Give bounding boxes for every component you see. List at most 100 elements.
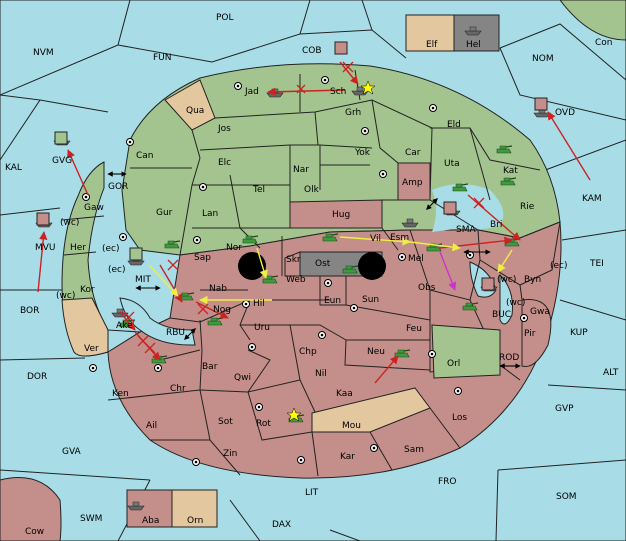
sea-label: ALT <box>603 368 619 378</box>
sea-label: TEI <box>589 259 604 269</box>
sea-label: OVD <box>555 108 575 118</box>
sea-label: GOR <box>108 182 128 192</box>
legend-top-right-label: Hel <box>466 40 481 50</box>
province-label: SMA <box>456 225 476 235</box>
province-label: Jad <box>244 87 259 97</box>
sea-label: DOR <box>27 372 47 382</box>
sea-label: GVG <box>52 156 72 166</box>
province-label: Uru <box>254 323 270 333</box>
province-label: Eld <box>447 120 461 130</box>
province-label: Rot <box>256 419 271 429</box>
sea-label: BUC <box>492 310 511 320</box>
province-labels: Jad Sch Qua Jos Grh Eld Can Yok Car Uta … <box>70 87 550 462</box>
province-label: Olk <box>304 185 320 195</box>
province-label: Vil <box>370 234 381 244</box>
province-label: Sot <box>218 417 233 427</box>
sea-label: NOM <box>532 54 554 64</box>
sea-label: Cow <box>25 527 44 537</box>
inner-seas <box>104 172 513 346</box>
province-label: Neu <box>367 347 385 357</box>
province-label: Qwi <box>234 373 251 383</box>
sea-label: FRO <box>438 477 457 487</box>
region-skr-south[interactable] <box>284 251 301 277</box>
sea-label: NVM <box>33 48 54 58</box>
province-label: Amp <box>402 178 423 188</box>
province-label: Zin <box>223 449 237 459</box>
coast-label: (ec) <box>108 265 126 275</box>
sea-label: BOR <box>20 306 39 316</box>
province-label: Ost <box>315 259 331 269</box>
province-label: Nor <box>226 243 242 253</box>
sea-label: ROD <box>499 353 519 363</box>
coast-label: (ec) <box>102 244 120 254</box>
legend-bottom-right-label: Orn <box>187 516 203 526</box>
province-label: Web <box>286 275 306 285</box>
province-label: Nar <box>293 165 309 175</box>
province-label: Nil <box>315 369 327 379</box>
legend-bottom <box>126 489 218 528</box>
region-ver[interactable] <box>61 297 109 357</box>
legend-bottom-left-label: Aba <box>142 516 159 526</box>
coast-labels: (wc) (ec) (ec) (wc) (wc) (ec) (wc) <box>56 218 568 308</box>
sea-label: KAM <box>582 194 602 204</box>
province-label: Sch <box>330 87 346 97</box>
province-label: Gaw <box>84 203 104 213</box>
province-label: Nog <box>213 305 231 315</box>
province-label: Feu <box>406 324 422 334</box>
sea-label: Con <box>595 38 613 48</box>
coast-label: (wc) <box>506 298 525 308</box>
province-label: Grh <box>345 108 361 118</box>
province-label: Hil <box>253 299 265 309</box>
province-label: Ver <box>84 344 99 354</box>
province-label: Los <box>452 413 467 423</box>
sea-label: DAX <box>272 520 291 530</box>
coast-label: (wc) <box>497 275 516 285</box>
province-label: Gur <box>156 208 173 218</box>
sea-label: MIT <box>135 275 151 285</box>
sea-label: COB <box>302 46 322 56</box>
failed-order-marks <box>123 61 485 354</box>
province-label: Gwa <box>530 307 550 317</box>
region-pir[interactable] <box>521 299 552 368</box>
coast-label: (wc) <box>56 291 75 301</box>
province-label: Qua <box>186 106 204 116</box>
units <box>35 26 551 511</box>
province-label: Kat <box>503 166 518 176</box>
province-label: Chp <box>299 347 317 357</box>
province-label: Pir <box>524 329 536 339</box>
sea-label: POL <box>216 13 234 23</box>
province-label: Can <box>136 151 154 161</box>
province-label: Sam <box>404 445 424 455</box>
province-label: Sap <box>194 253 211 263</box>
sea-label: GVP <box>555 404 574 414</box>
province-label: Ken <box>112 389 129 399</box>
province-label: Her <box>70 243 86 253</box>
sea-label: SWM <box>80 514 102 524</box>
province-label: Kar <box>340 452 355 462</box>
province-label: Yok <box>354 148 371 158</box>
legend-top <box>405 14 500 52</box>
province-label: Bri <box>490 220 502 230</box>
province-label: Nab <box>209 284 227 294</box>
strait-arrows <box>107 171 521 369</box>
province-label: Rie <box>520 202 535 212</box>
continent-south <box>107 221 562 479</box>
province-label: Orl <box>447 359 460 369</box>
province-label: Uta <box>444 159 460 169</box>
sea-label: KUP <box>570 328 588 338</box>
sea-label: KAL <box>5 163 22 173</box>
province-borders <box>61 69 541 477</box>
coast-label: (ec) <box>550 261 568 271</box>
province-label: Byn <box>524 275 541 285</box>
region-orl[interactable] <box>431 324 501 379</box>
province-label: Obs <box>418 283 436 293</box>
province-label: Tel <box>252 185 265 195</box>
province-label: Mou <box>342 421 361 431</box>
impassable-east <box>358 252 386 280</box>
region-cow[interactable] <box>0 477 62 541</box>
region-mou[interactable] <box>311 387 431 433</box>
province-label: Kor <box>80 285 95 295</box>
province-label: Skr <box>286 255 301 265</box>
